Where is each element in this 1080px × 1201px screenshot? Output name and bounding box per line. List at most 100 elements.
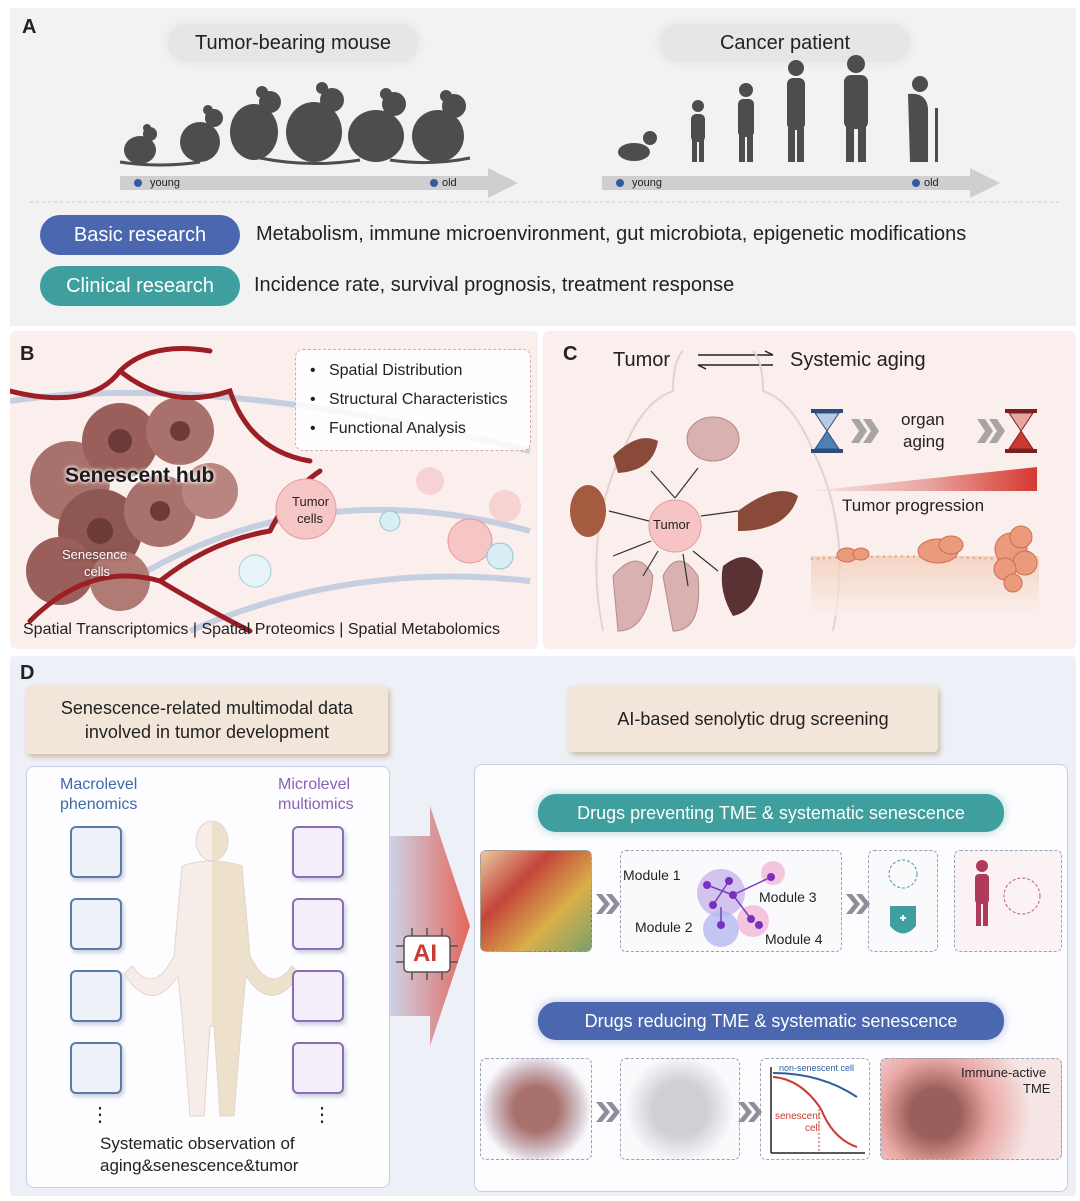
cell-icon xyxy=(292,826,344,878)
center-tumor-label: Tumor xyxy=(653,517,691,532)
adult-icon xyxy=(844,55,868,162)
dna-icon xyxy=(292,898,344,950)
reducing-bar: Drugs reducing TME & systematic senescen… xyxy=(538,1002,1004,1040)
panel-b-footer: Spatial Transcriptomics | Spatial Proteo… xyxy=(23,621,500,638)
senescent-label-2: cell xyxy=(805,1123,821,1134)
tumor-cells-label-2: cells xyxy=(297,511,324,526)
mouse-silhouettes xyxy=(119,82,471,167)
drug-circle-icon xyxy=(1003,877,1041,915)
test-tube-icon xyxy=(70,898,122,950)
macro-more-dots: ⋮ xyxy=(90,1104,110,1126)
micro-more-dots: ⋮ xyxy=(312,1104,332,1126)
hourglass-red-icon xyxy=(1005,409,1037,453)
panel-d-graphics xyxy=(123,806,470,1117)
senescent-hub-cluster xyxy=(26,397,238,611)
tongue-icon xyxy=(70,970,122,1022)
person-benefit-box xyxy=(954,850,1062,952)
clinical-research-pill: Clinical research xyxy=(40,266,240,306)
tumor-progression-wedge xyxy=(811,467,1037,491)
senescent-cluster-box xyxy=(480,1058,592,1160)
panel-a: A Tumor-bearing mouse Cancer patient xyxy=(10,8,1076,326)
protein-icon xyxy=(292,1042,344,1094)
immune-tme-box: Immune-active TME xyxy=(880,1058,1062,1160)
left-footer-line-1: Systematic observation of xyxy=(100,1134,295,1153)
kid-icon xyxy=(738,83,754,162)
bullet-spatial-distribution: • Spatial Distribution xyxy=(310,362,463,379)
stomach-icon xyxy=(721,557,763,616)
human-figure-icon xyxy=(123,820,301,1117)
left-footer-line-2: aging&senescence&tumor xyxy=(100,1156,299,1175)
ai-chip-icon xyxy=(396,928,458,980)
module-4-label: Module 4 xyxy=(765,931,823,947)
basic-research-text: Metabolism, immune microenvironment, gut… xyxy=(256,223,967,245)
senescence-cells-label-1: Senesence xyxy=(62,547,128,562)
senescent-label-1: senescent xyxy=(775,1111,821,1122)
panel-d-chevrons xyxy=(596,859,1041,1122)
mouse-icon xyxy=(230,86,281,160)
macrolevel-label-1: Macrolevel xyxy=(60,776,138,793)
brain-icon xyxy=(686,416,740,462)
panel-b: B • Spatial Distribution • Structural Ch… xyxy=(10,331,538,649)
mouse-old-label: old xyxy=(442,177,457,189)
panel-a-label: A xyxy=(22,16,37,38)
patient-title: Cancer patient xyxy=(660,24,910,62)
senescence-cells-label-2: cells xyxy=(84,564,111,579)
protection-box xyxy=(868,850,938,952)
tumor-cells-label-1: Tumor xyxy=(292,494,330,509)
mouse-icon xyxy=(180,105,223,162)
spleen-icon xyxy=(613,438,658,473)
macrolevel-label-2: phenomics xyxy=(60,796,138,813)
panel-c-graphics xyxy=(570,350,1040,632)
clinical-research-text: Incidence rate, survival prognosis, trea… xyxy=(254,274,735,296)
human-silhouettes xyxy=(618,55,938,162)
survival-curve-chart xyxy=(770,1067,865,1154)
tumor-progression-label: Tumor progression xyxy=(842,496,985,515)
panel-c-label: C xyxy=(563,343,578,365)
mouse-age-arrow xyxy=(120,168,518,198)
mouse-title: Tumor-bearing mouse xyxy=(168,24,418,62)
child-icon xyxy=(691,100,705,162)
capsule-icon xyxy=(888,859,918,889)
basic-research-pill: Basic research xyxy=(40,215,240,255)
ai-label: AI xyxy=(413,940,437,967)
food-image-box xyxy=(480,850,592,952)
panel-b-bullet-box: • Spatial Distribution • Structural Char… xyxy=(295,349,531,451)
mouse-icon xyxy=(286,82,344,162)
mouse-young-label: young xyxy=(150,177,180,189)
tumor-growth-icons xyxy=(836,525,1038,593)
panel-d-label: D xyxy=(20,662,35,684)
panel-b-label: B xyxy=(20,343,35,365)
microlevel-label-2: multiomics xyxy=(278,796,354,813)
molecule-icon xyxy=(292,970,344,1022)
patient-age-arrow xyxy=(602,168,1000,198)
module-network-box: Module 1 Module 2 Module 3 Module 4 xyxy=(620,850,842,952)
immune-active-label-2: TME xyxy=(1023,1081,1051,1096)
shield-icon xyxy=(890,906,916,934)
preventing-bar: Drugs preventing TME & systematic senesc… xyxy=(538,794,1004,832)
survival-curve-box: non-senescent cell senescent cell xyxy=(760,1058,870,1160)
immune-active-label-1: Immune-active xyxy=(961,1065,1047,1080)
module-network-graph xyxy=(697,861,785,947)
clipboard-icon xyxy=(70,826,122,878)
patient-old-label: old xyxy=(924,177,939,189)
mouse-icon xyxy=(348,88,406,162)
panel-c: C Tumor Systemic aging xyxy=(543,331,1076,649)
chevron-icons xyxy=(851,419,1005,443)
module-3-label: Module 3 xyxy=(759,889,817,905)
patient-young-label: young xyxy=(632,177,662,189)
organ-icons xyxy=(570,416,798,632)
organ-aging-label-2: aging xyxy=(903,432,945,451)
ai-arrow xyxy=(390,806,470,1046)
bullet-structural-characteristics: • Structural Characteristics xyxy=(310,391,508,408)
panel-a-graphics xyxy=(30,55,1060,203)
tumor-cells xyxy=(238,467,521,588)
module-1-label: Module 1 xyxy=(623,867,681,883)
right-header-box: AI-based senolytic drug screening xyxy=(568,686,938,752)
non-senescent-label: non-senescent cell xyxy=(779,1063,855,1073)
module-2-label: Module 2 xyxy=(635,919,693,935)
microlevel-label-1: Microlevel xyxy=(278,776,351,793)
left-header-line-2: involved in tumor development xyxy=(84,722,330,742)
tumor-heading: Tumor xyxy=(613,349,671,371)
